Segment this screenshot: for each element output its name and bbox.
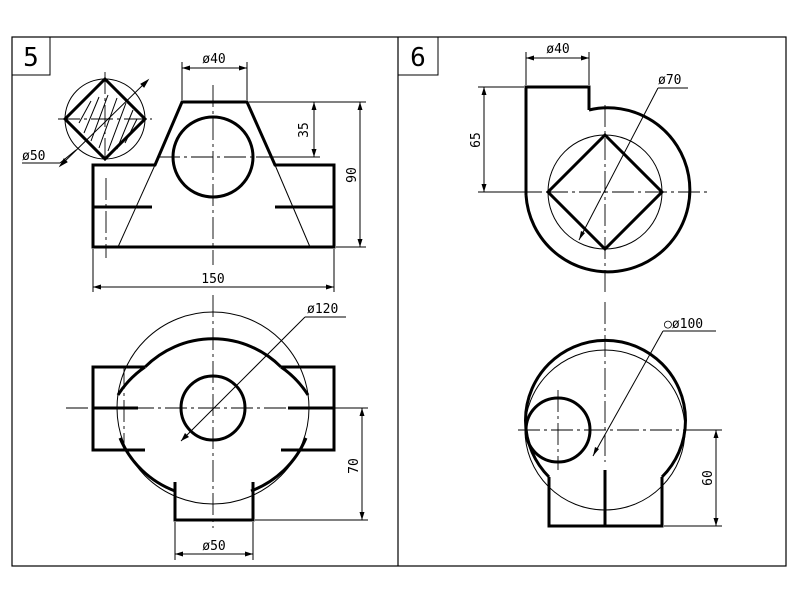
- panel-6-lower-view: [518, 302, 718, 528]
- dim-p5-top-width: ø40: [202, 52, 225, 67]
- dim-p6-height: 65: [469, 132, 484, 148]
- panel-5-front-view: [91, 85, 336, 265]
- panel-6-front-view: [480, 85, 708, 292]
- section-hatching: [78, 94, 138, 152]
- dim-p6-top-width: ø40: [546, 42, 569, 57]
- dim-p6-outer-diameter: ø70: [658, 73, 681, 88]
- dim-p5-plan-diameter: ø120: [307, 302, 338, 317]
- panel-6-lower-dimensions: ○ø100 60: [592, 317, 722, 527]
- panel-5-front-dimensions: ø40 35 90 150 ø50: [22, 52, 366, 292]
- sheet-frame: [11, 36, 787, 567]
- dim-p5-top-height: 35: [297, 122, 312, 138]
- dim-p5-plan-offset: 70: [347, 458, 362, 474]
- dim-p5-total-height: 90: [345, 167, 360, 183]
- dim-p6-sphere-diameter: ○ø100: [664, 317, 703, 332]
- panel-5-plan-dimensions: ø120 70 ø50: [174, 302, 368, 560]
- dim-p5-plan-pipe: ø50: [202, 539, 225, 554]
- dim-p6-base-height: 60: [701, 470, 716, 486]
- panel-5-number-box: 5: [11, 36, 51, 76]
- panel-6-number: 6: [410, 43, 426, 73]
- dim-p5-section-diameter: ø50: [22, 149, 45, 164]
- panel-6-front-dimensions: ø40 ø70 65: [469, 42, 688, 241]
- panel-5-section-view: [58, 72, 152, 168]
- panel-5-number: 5: [23, 43, 39, 73]
- dim-p5-base-length: 150: [201, 272, 224, 287]
- panel-6-number-box: 6: [397, 36, 439, 76]
- panel-5-plan-view: [66, 295, 362, 528]
